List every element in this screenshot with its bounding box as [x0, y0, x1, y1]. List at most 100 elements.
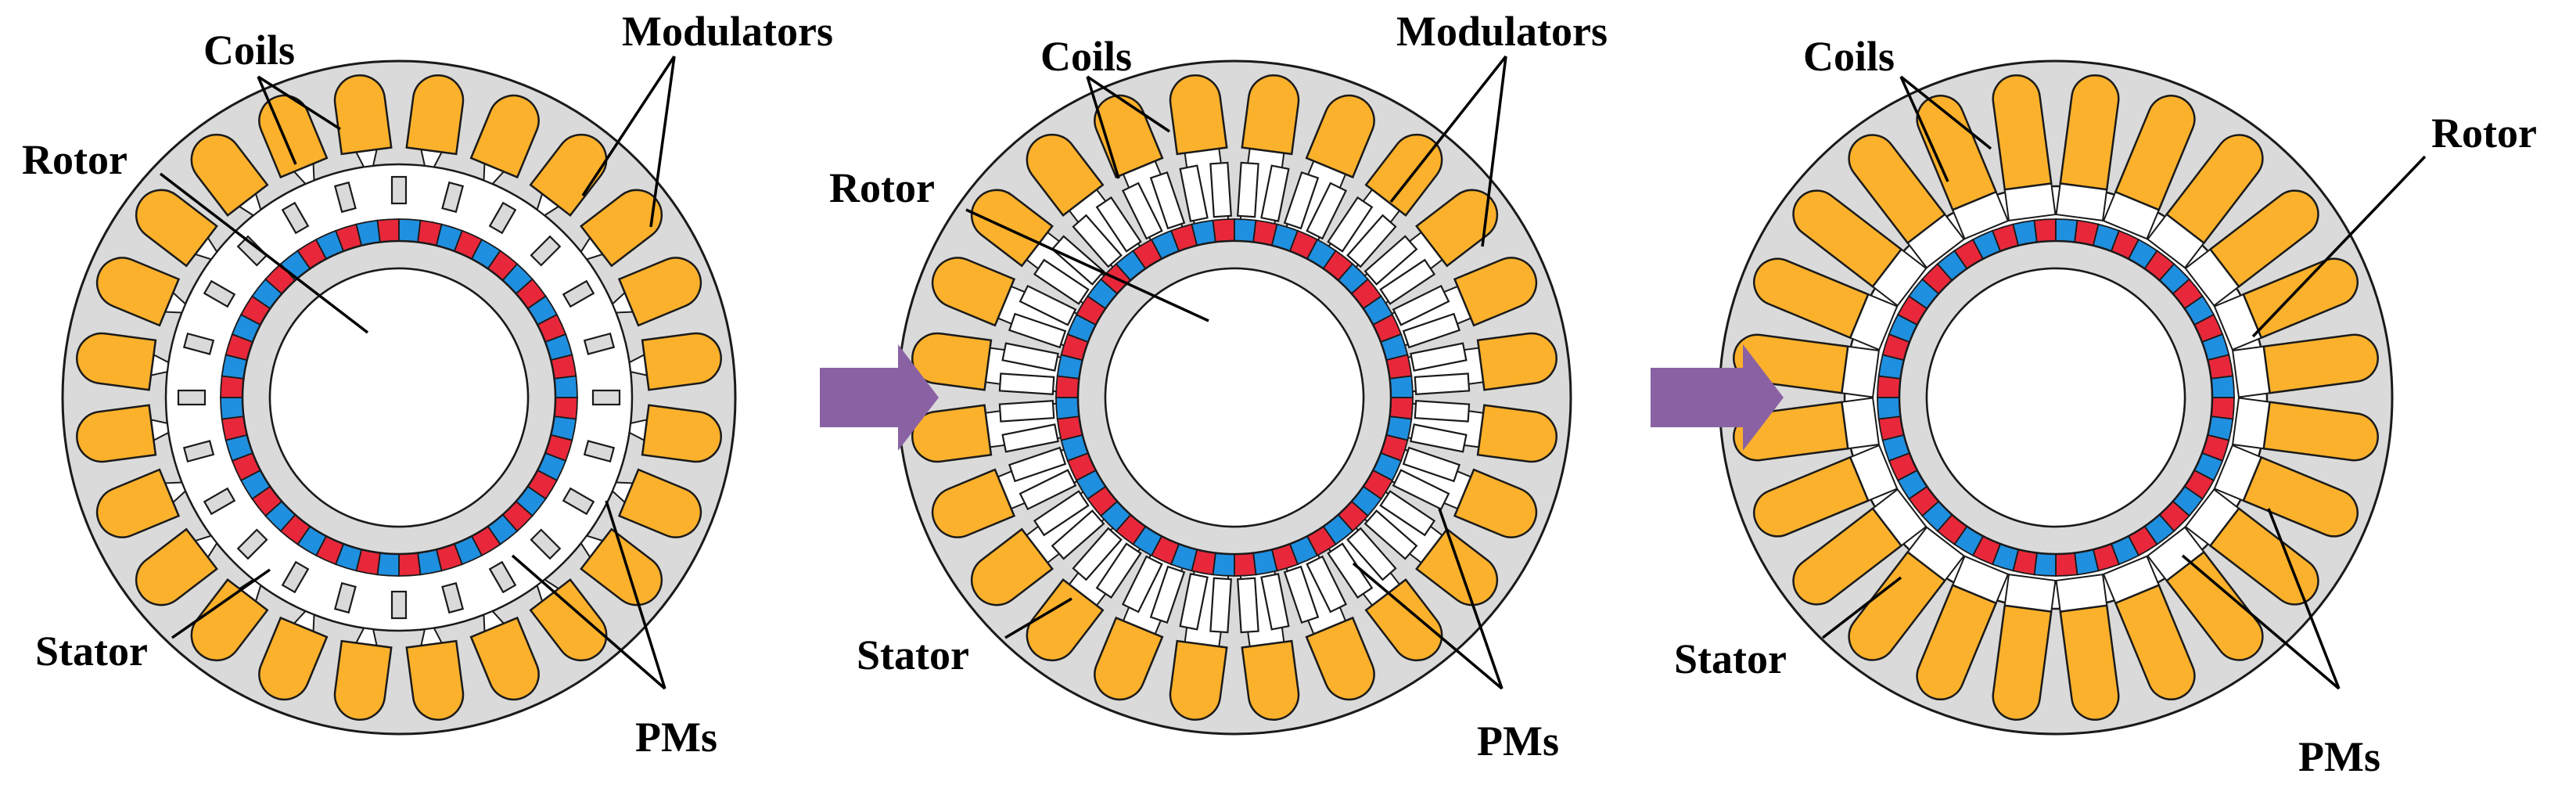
modulator-piece [177, 389, 207, 406]
coil [580, 189, 663, 268]
modulator-piece [333, 181, 357, 214]
modulator-piece [441, 181, 465, 214]
modulator-tooth [1237, 161, 1259, 218]
coil [1992, 74, 2057, 222]
pms-label-1: PMs [635, 714, 717, 761]
modulator-tooth [1033, 258, 1090, 305]
pms-label-3: PMs [2298, 733, 2380, 780]
modulator-tooth [1379, 258, 1436, 305]
coil-winding [970, 527, 1054, 606]
permanent-magnet [553, 375, 578, 398]
coil-winding [95, 257, 181, 327]
modulator-tooth [1414, 372, 1471, 395]
modulator-tooth [1095, 542, 1142, 599]
coil-winding [1305, 94, 1375, 179]
permanent-magnet [2033, 552, 2057, 577]
coil-winding [1916, 584, 1998, 700]
coil-winding [2262, 401, 2379, 462]
modulator-piece [488, 201, 517, 235]
coil-winding [1453, 468, 1538, 538]
coil [529, 133, 608, 217]
modulator-tooth [1001, 342, 1059, 372]
coil-winding [617, 468, 702, 538]
coil [2147, 134, 2264, 269]
coil-winding [1169, 639, 1228, 721]
modulator-tooth [1260, 164, 1290, 222]
modulator-tooth [1008, 312, 1067, 349]
coil [135, 527, 218, 606]
coil-winding [469, 94, 540, 179]
coil-winding [1241, 639, 1300, 721]
leaders-machine-3 [1821, 75, 2427, 690]
modulator-tooth [1327, 196, 1374, 253]
stator-label-2: Stator [857, 631, 969, 678]
modulator-piece [562, 279, 595, 308]
coil [611, 468, 702, 538]
coil-winding [970, 189, 1054, 268]
permanent-magnet [1877, 397, 1902, 420]
coil-winding [1792, 189, 1903, 288]
modulator-tooth [1072, 214, 1123, 268]
coil-winding [1415, 189, 1499, 268]
coil-winding [2262, 333, 2379, 394]
coil-winding [405, 639, 465, 721]
coil-winding [1992, 604, 2053, 721]
coil-winding [1916, 95, 1998, 211]
modulator-piece [390, 175, 408, 205]
coil-winding [2242, 455, 2359, 538]
coil-winding [1753, 455, 1870, 538]
coil-winding [1753, 257, 1870, 340]
coil [76, 332, 170, 391]
coil-winding [911, 404, 993, 463]
pms-label-2: PMs [1477, 718, 1559, 765]
permanent-magnet [1877, 375, 1902, 398]
modulator-tooth [1392, 284, 1450, 326]
permanent-magnet [1212, 218, 1235, 243]
modulator-tooth [1209, 161, 1232, 218]
coil [1327, 133, 1443, 270]
coil-winding [529, 133, 608, 217]
modulators-label-2: Modulators [1396, 8, 1608, 55]
coil-winding [2208, 189, 2319, 288]
modulator-piece [182, 440, 215, 463]
modulator-piece [203, 279, 236, 308]
modulator-piece [281, 560, 310, 594]
coil-winding [135, 189, 218, 268]
permanent-magnet [376, 552, 400, 577]
coil [2055, 74, 2120, 222]
coil [529, 578, 608, 662]
modulators-label-1: Modulators [622, 8, 833, 55]
modulator-tooth [1121, 555, 1163, 613]
permanent-magnet [2055, 552, 2078, 577]
coils-label-2: Coils [1040, 33, 1132, 80]
modulator-piece [203, 487, 236, 516]
coil-winding [333, 639, 393, 721]
coil-winding [190, 133, 269, 217]
modulator-tooth [1033, 490, 1090, 537]
coil-winding [1364, 578, 1443, 662]
modulator-tooth [1179, 164, 1209, 222]
permanent-magnet [2210, 375, 2235, 398]
coil-winding [135, 527, 218, 606]
coil [405, 627, 465, 721]
coil [95, 468, 187, 538]
modulator-tooth [1051, 509, 1105, 560]
coil [1992, 573, 2057, 721]
coil-winding [1792, 507, 1903, 606]
modulator-tooth [1121, 182, 1163, 240]
coil [2102, 555, 2196, 700]
coil [135, 189, 218, 268]
modulator-piece [562, 487, 595, 516]
modulator-tooth [1363, 509, 1418, 560]
coil [405, 74, 465, 168]
coil [2184, 488, 2319, 606]
coil [1916, 95, 2010, 240]
modulator-tooth [1008, 446, 1067, 483]
coil-winding [1364, 133, 1443, 217]
coil-winding [580, 189, 663, 268]
coil-winding [1453, 257, 1538, 327]
coil-winding [2165, 134, 2264, 245]
coil-winding [1305, 616, 1375, 701]
coil [258, 610, 329, 701]
leaders-machine-1 [159, 56, 676, 690]
